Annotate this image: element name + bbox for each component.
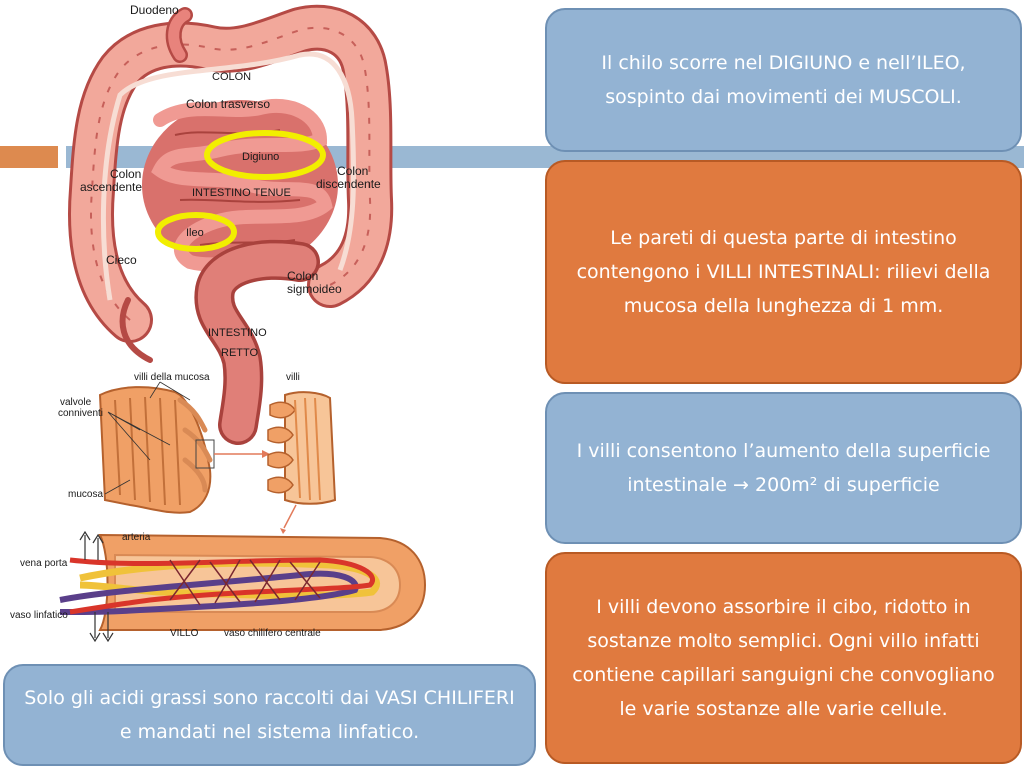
label-valvole-2: conniventi — [58, 408, 103, 419]
label-colon-sigmoideo-1: Colon — [287, 269, 318, 283]
info-card-digiuno: Il chilo scorre nel DIGIUNO e nell’ILEO,… — [545, 8, 1022, 152]
ileo-highlight — [155, 212, 237, 252]
label-colon-sigmoideo-2: sigmoideo — [287, 282, 342, 296]
info-card-superficie: I villi consentono l’aumento della super… — [545, 392, 1022, 544]
info-card-text: Le pareti di questa parte di intestino c… — [576, 227, 991, 317]
villo-cross-section — [59, 533, 427, 631]
label-colon-discendente-1: Colon — [337, 164, 368, 178]
colon-shape — [68, 4, 394, 363]
digiuno-highlight — [204, 130, 326, 180]
info-card-text: Il chilo scorre nel DIGIUNO e nell’ILEO,… — [601, 52, 966, 108]
label-colon-trasverso: Colon trasverso — [186, 97, 270, 111]
label-digiuno: Digiuno — [242, 151, 279, 163]
intestine-illustration: Duodeno COLON Colon trasverso Digiuno Co… — [10, 3, 427, 643]
intestinal-wall-section — [98, 386, 215, 514]
label-intestino-tenue: INTESTINO TENUE — [192, 187, 291, 199]
label-arteria: arteria — [122, 532, 151, 543]
info-card-villi: Le pareti di questa parte di intestino c… — [545, 160, 1022, 384]
label-duodeno: Duodeno — [130, 3, 179, 17]
label-mucosa: mucosa — [68, 489, 103, 500]
label-intestino-retto-1: INTESTINO — [208, 327, 267, 339]
decorative-band-orange — [0, 146, 58, 168]
label-vena-porta: vena porta — [20, 558, 68, 569]
label-valvole-1: valvole — [60, 397, 92, 408]
label-ileo: Ileo — [186, 227, 204, 239]
label-colon: COLON — [212, 71, 251, 83]
label-colon-ascendente-1: Colon — [110, 167, 141, 181]
label-colon-ascendente-2: ascendente — [80, 180, 142, 194]
label-villi: villi — [286, 372, 300, 383]
info-card-assorbimento: I villi devono assorbire il cibo, ridott… — [545, 552, 1022, 764]
info-card-text: I villi consentono l’aumento della super… — [576, 440, 991, 496]
info-card-text: Solo gli acidi grassi sono raccolti dai … — [24, 687, 515, 743]
info-card-text: I villi devono assorbire il cibo, ridott… — [572, 596, 995, 720]
info-card-vasi-chiliferi: Solo gli acidi grassi sono raccolti dai … — [3, 664, 536, 766]
label-colon-discendente-2: discendente — [316, 177, 381, 191]
label-vaso-chilifero: vaso chilifero centrale — [224, 628, 321, 639]
label-villi-mucosa: villi della mucosa — [134, 372, 210, 383]
label-villo: VILLO — [170, 628, 199, 639]
label-vaso-linfatico: vaso linfatico — [10, 610, 68, 621]
label-intestino-retto-2: RETTO — [221, 347, 259, 359]
villi-closeup — [267, 391, 337, 505]
rectum-shape — [194, 239, 320, 445]
label-cieco: Cieco — [106, 253, 137, 267]
